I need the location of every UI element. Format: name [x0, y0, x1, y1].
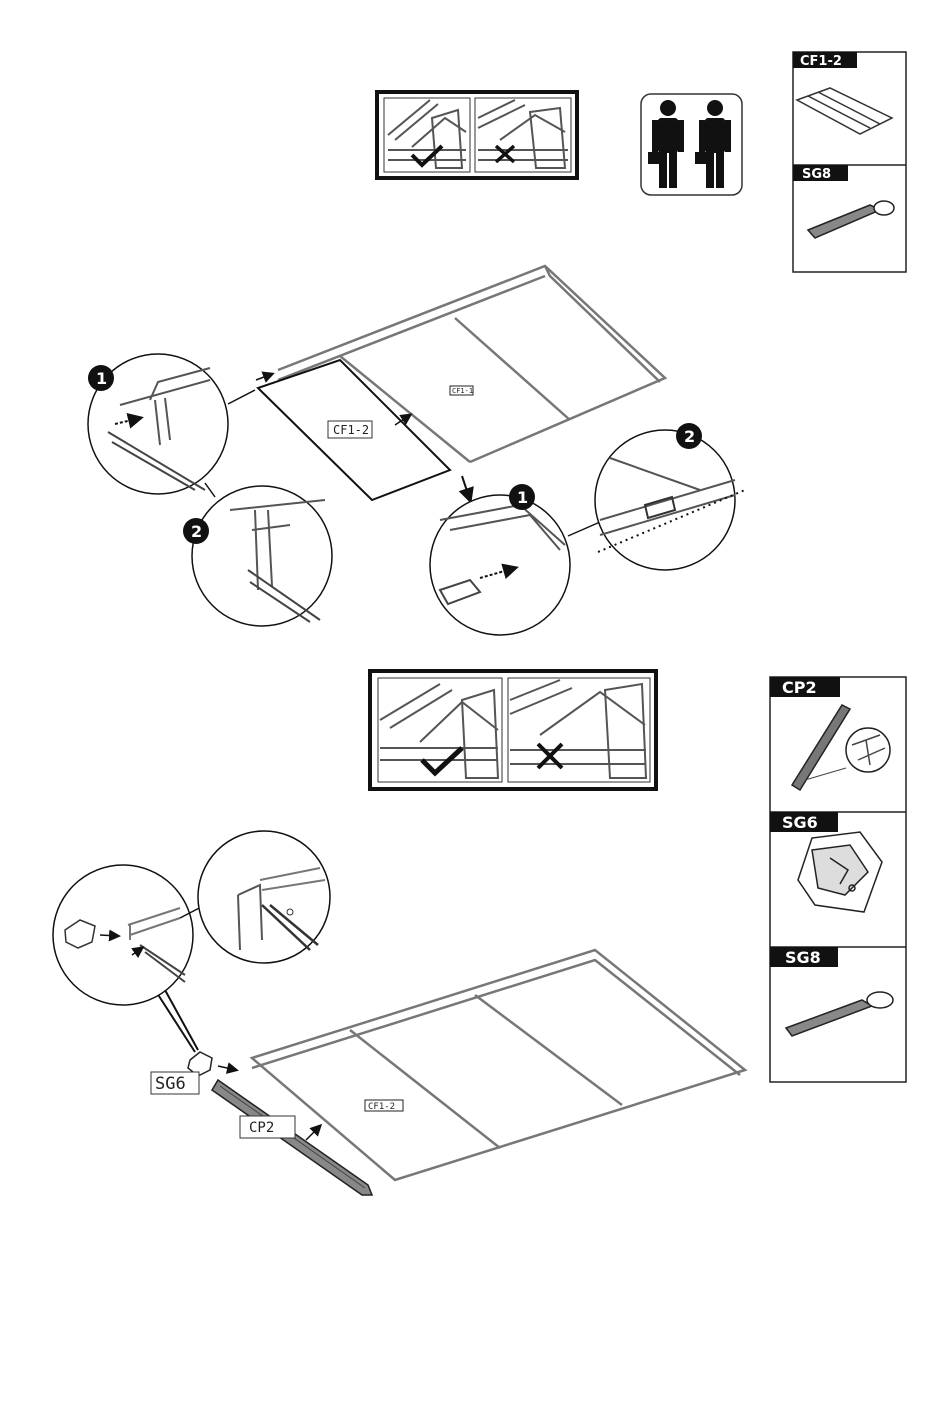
parts-panel-1: CF1-2 SG8 [793, 52, 906, 272]
label-sg6: SG6 [151, 1072, 199, 1094]
step2-panel: CF1-2 [365, 1100, 403, 1112]
wrong-fit-view [475, 98, 571, 172]
label-cp2: CP2 [240, 1116, 295, 1138]
two-person-icon [641, 94, 742, 195]
step2-panel-label: CF1-2 [368, 1102, 395, 1112]
detail-circle-right-2: 2 [595, 423, 745, 570]
fit-check-inset-middle [370, 671, 656, 789]
cp2-label-text: CP2 [249, 1120, 274, 1136]
part-code-sg8: SG8 [802, 167, 831, 182]
detail-circle-step2-left [53, 865, 193, 1005]
correct-fit-view [378, 678, 502, 782]
step1-new-panel: CF1-2 [258, 360, 450, 500]
part-code-cp2: CP2 [782, 678, 817, 697]
callout-number: 1 [96, 369, 107, 388]
fit-check-inset-top [377, 92, 577, 178]
new-panel-label: CF1-2 [333, 423, 369, 437]
step1-installed-panel: CF1-1 [450, 386, 473, 395]
installed-panel-label: CF1-1 [452, 387, 473, 395]
detail-circle-left-2: 2 [183, 486, 332, 626]
detail-circle-right-1: 1 [430, 484, 570, 635]
parts-panel-2: CP2 SG6 SG8 [770, 677, 906, 1082]
part-code-sg6: SG6 [782, 813, 818, 832]
detail-circle-step2-right [198, 831, 330, 963]
step2-frame [252, 950, 745, 1180]
correct-fit-view [384, 98, 470, 172]
callout-number: 2 [191, 522, 202, 541]
callout-number: 1 [517, 488, 528, 507]
detail-circle-left-1: 1 [88, 354, 228, 494]
part-code-sg8: SG8 [785, 948, 821, 967]
callout-number: 2 [684, 427, 695, 446]
sg6-label-text: SG6 [155, 1074, 186, 1094]
part-code-cf1-2: CF1-2 [800, 54, 842, 69]
wrong-fit-view [508, 678, 650, 782]
